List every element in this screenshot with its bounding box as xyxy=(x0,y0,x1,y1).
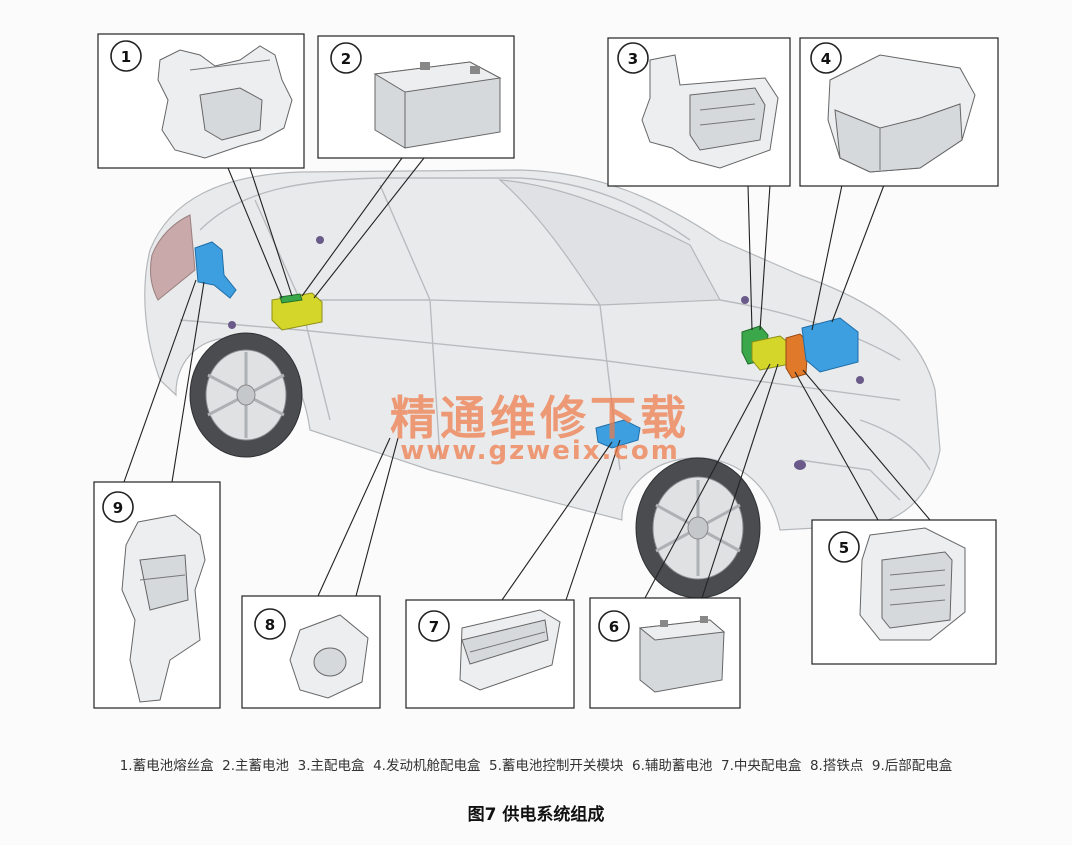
callout-number: 2 xyxy=(341,50,351,68)
callout-7-central-fuse-box: 7 xyxy=(405,599,575,709)
callout-4-engine-fuse-box: 4 xyxy=(799,37,999,187)
callout-8-ground-point: 8 xyxy=(241,595,381,709)
callout-number: 9 xyxy=(113,499,123,517)
front-wheel xyxy=(635,457,761,599)
callout-number: 6 xyxy=(609,618,619,636)
rear-wheel xyxy=(189,332,303,458)
car-windshield xyxy=(498,179,721,306)
callout-9-rear-fuse-box: 9 xyxy=(93,481,221,709)
aux-battery-marker xyxy=(751,335,791,371)
callout-number: 8 xyxy=(265,616,275,634)
callout-1-battery-fuse-box: 1 xyxy=(97,33,305,169)
parts-legend: 1.蓄电池熔丝盒 2.主蓄电池 3.主配电盒 4.发动机舱配电盒 5.蓄电池控制… xyxy=(119,758,953,774)
central-fuse-box-marker xyxy=(595,419,641,449)
callout-number: 4 xyxy=(821,50,831,68)
callout-number: 3 xyxy=(628,50,638,68)
callout-2-main-battery: 2 xyxy=(317,35,515,159)
callout-3-main-distribution-box: 3 xyxy=(607,37,791,187)
callout-number: 5 xyxy=(839,539,849,557)
callout-number: 1 xyxy=(121,48,131,66)
callout-5-battery-switch-module: 5 xyxy=(811,519,997,665)
engine-fuse-box-marker xyxy=(801,317,859,373)
callout-number: 7 xyxy=(429,618,439,636)
callout-6-aux-battery: 6 xyxy=(589,597,741,709)
watermark-url: www.gzweix.com xyxy=(400,436,680,466)
figure-title: 图7 供电系统组成 xyxy=(467,805,605,825)
watermark-text: 精通维修下载 xyxy=(390,391,690,445)
leader-lines xyxy=(123,157,931,601)
